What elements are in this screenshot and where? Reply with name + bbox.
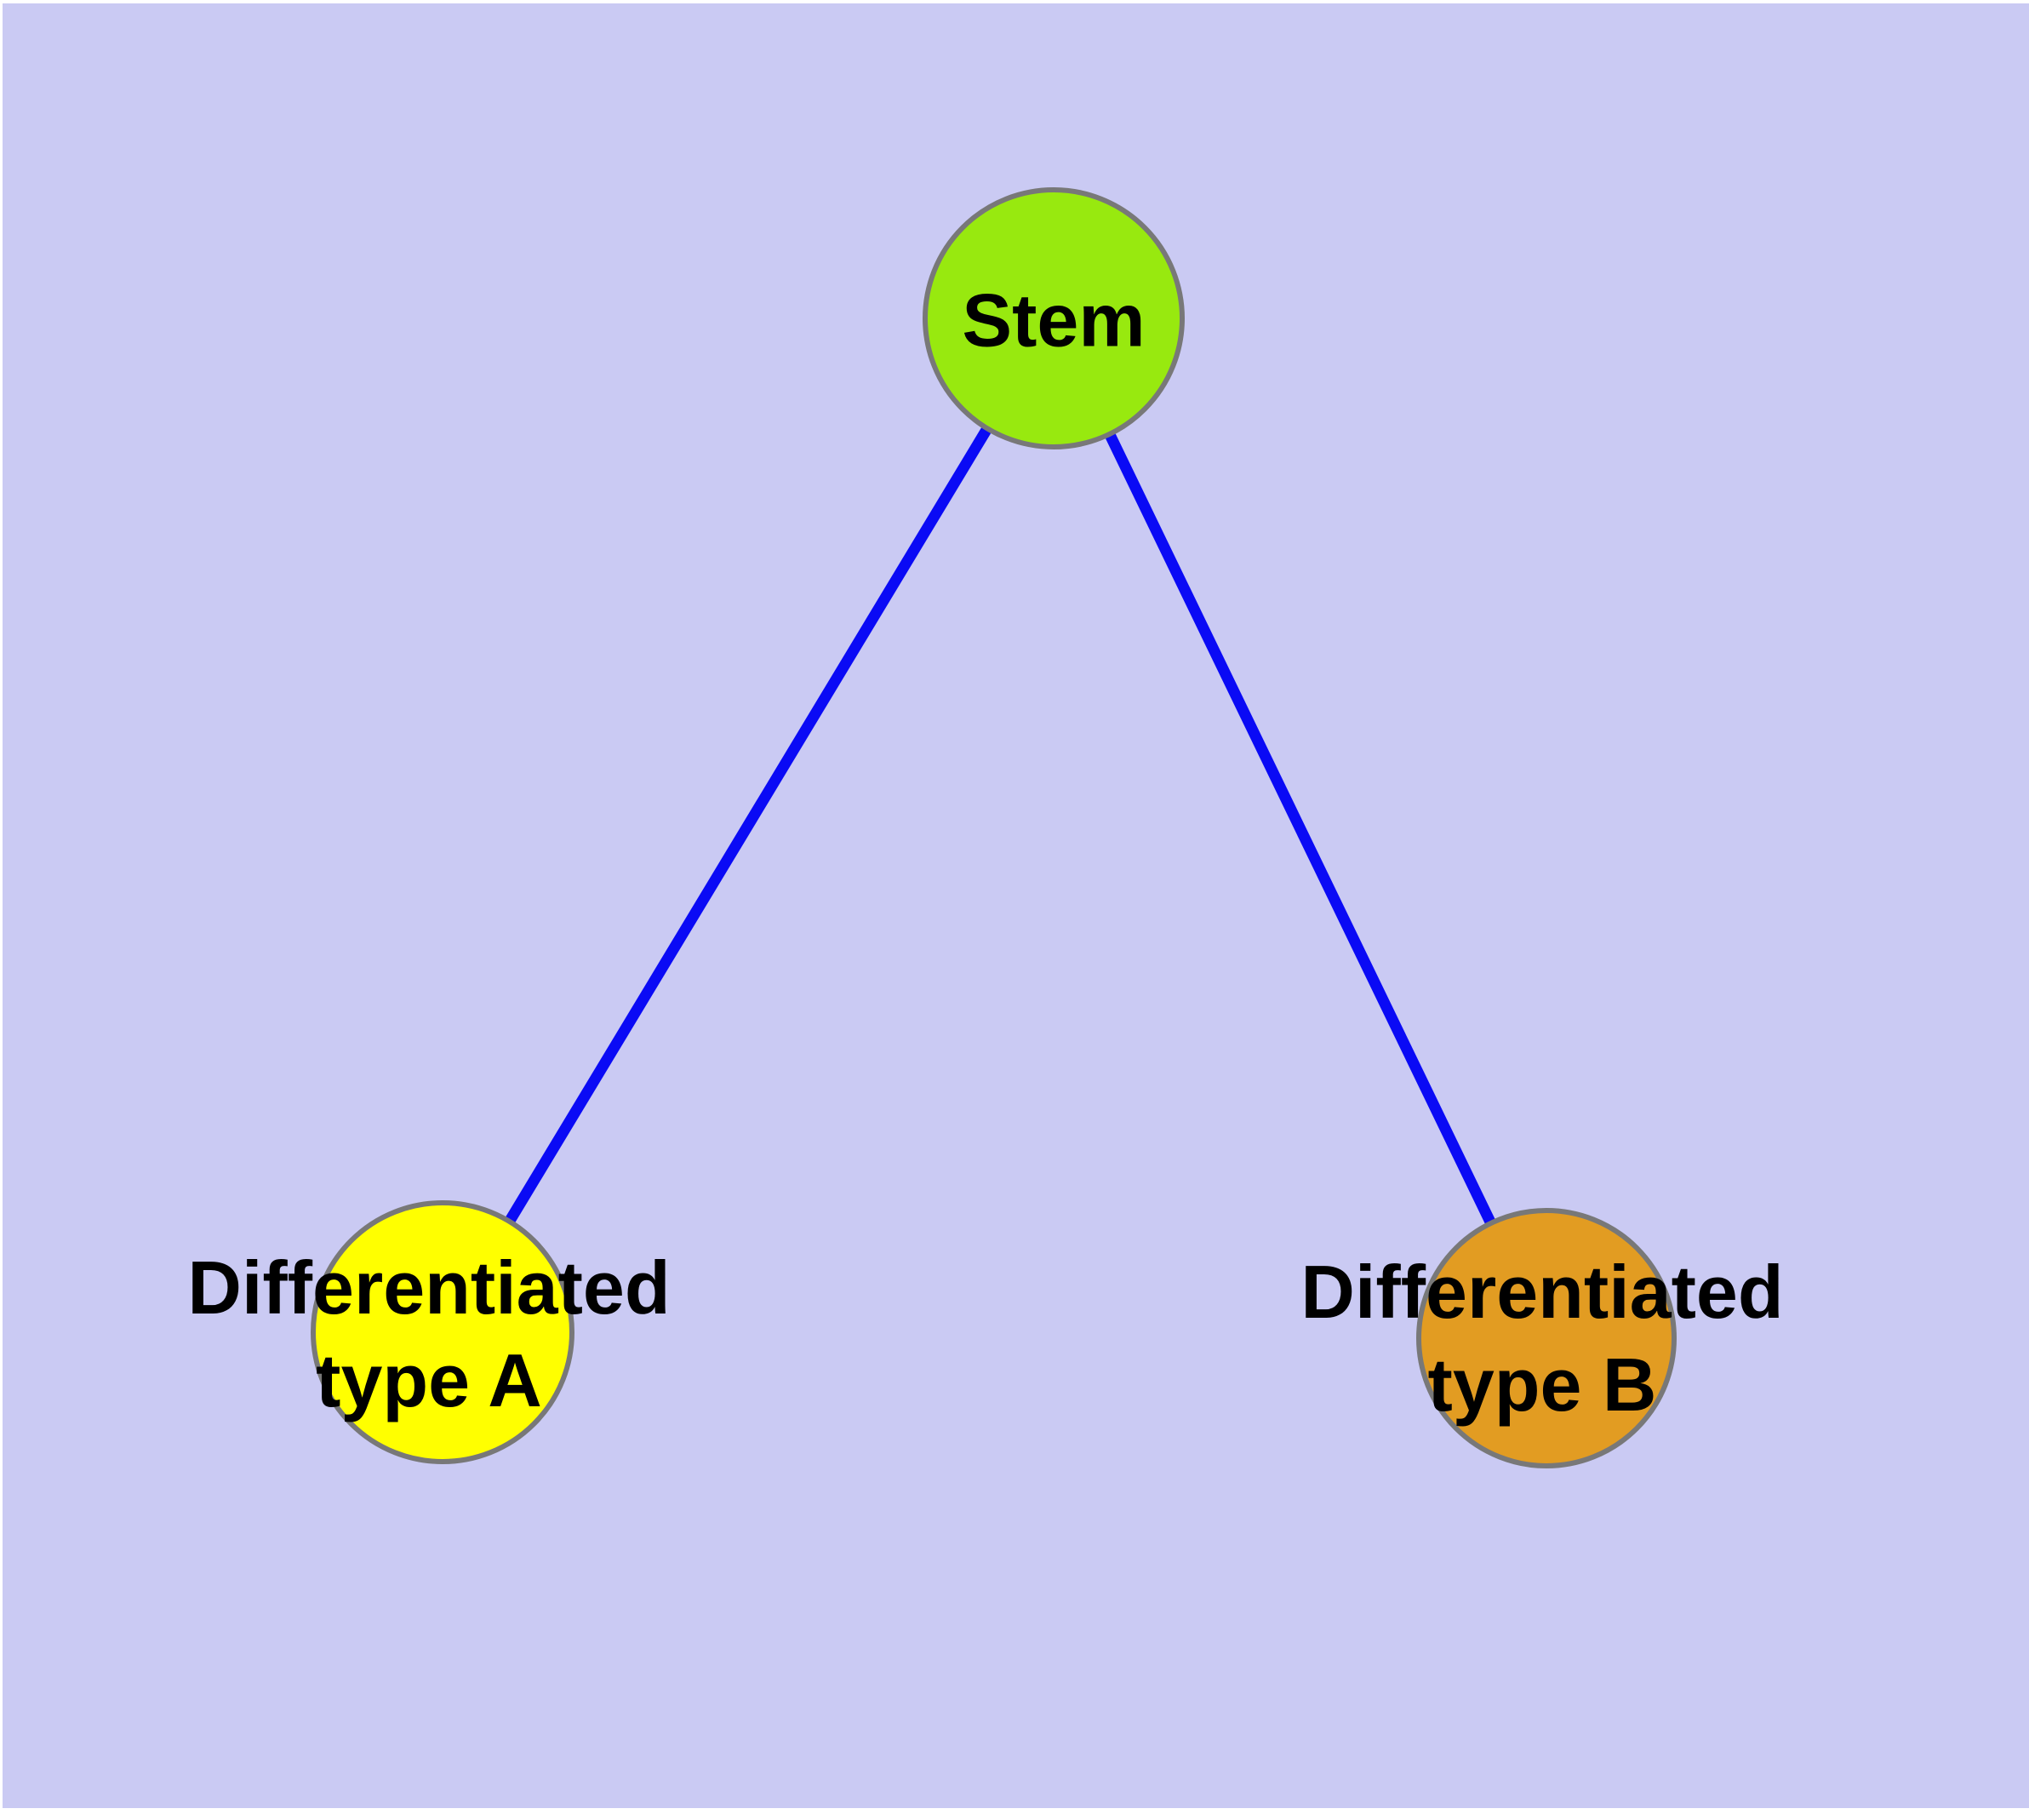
edge-stem-to-type-b bbox=[1049, 316, 1552, 1341]
node-type-a-circle bbox=[311, 1200, 574, 1464]
edge-stem-to-type-a bbox=[437, 315, 1059, 1336]
node-stem-circle bbox=[923, 187, 1185, 449]
node-type-b-circle bbox=[1416, 1208, 1677, 1468]
